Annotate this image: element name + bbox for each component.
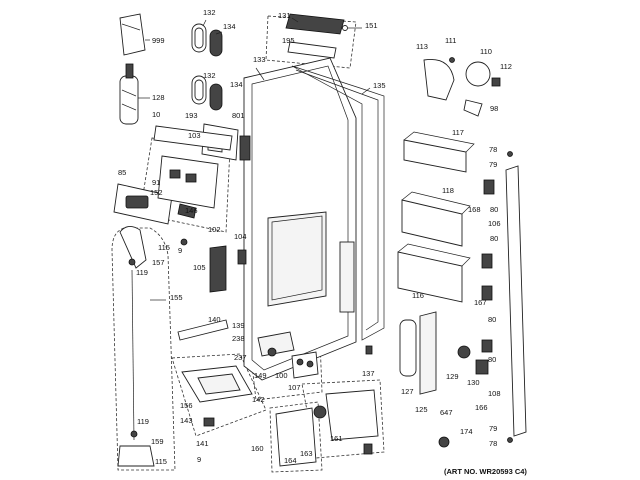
part-number-112: 112	[500, 62, 512, 71]
part-number-801: 801	[232, 111, 245, 120]
parts-125-174-dispenser-water	[399, 311, 489, 448]
part-number-164: 164	[284, 456, 297, 465]
parts-160-164-auger-motor	[275, 389, 379, 467]
part-135-door-gasket	[291, 65, 385, 341]
part-number-132: 132	[203, 71, 216, 80]
part-number-160: 160	[251, 444, 264, 453]
parts-155-159-chute	[117, 226, 166, 467]
part-number-238: 238	[232, 334, 245, 343]
part-number-133: 133	[253, 55, 266, 64]
part-number-116: 116	[412, 291, 424, 300]
parts-131-195-control-board	[285, 13, 362, 59]
part-number-80: 80	[488, 315, 496, 324]
part-number-110: 110	[480, 47, 492, 56]
part-number-85: 85	[118, 168, 126, 177]
part-number-80: 80	[490, 205, 498, 214]
part-number-999: 999	[152, 36, 165, 45]
part-number-132: 132	[203, 8, 216, 17]
parts-166-108-door-rail	[481, 151, 527, 443]
part-number-79: 79	[489, 160, 497, 169]
part-number-79: 79	[489, 424, 497, 433]
part-number-118: 118	[442, 186, 454, 195]
part-number-127: 127	[401, 387, 414, 396]
part-number-105: 105	[193, 263, 206, 272]
part-number-130: 130	[467, 378, 480, 387]
parts-132-134-buttons	[191, 19, 223, 111]
part-number-155: 155	[170, 293, 183, 302]
part-number-115: 115	[155, 457, 167, 466]
part-number-119: 119	[137, 417, 149, 426]
part-number-237: 237	[234, 353, 247, 362]
part-number-107: 107	[288, 383, 301, 392]
part-number-134: 134	[223, 22, 236, 31]
part-number-161: 161	[330, 434, 343, 443]
part-number-98: 98	[490, 104, 498, 113]
part-number-156: 156	[180, 401, 193, 410]
part-number-151: 151	[365, 21, 378, 30]
part-number-9: 9	[197, 455, 201, 464]
part-number-163: 163	[300, 449, 313, 458]
part-number-119: 119	[136, 268, 148, 277]
part-number-9: 9	[178, 246, 182, 255]
part-number-78: 78	[489, 439, 497, 448]
part-number-80: 80	[490, 234, 498, 243]
parts-142-156-143-cradle	[181, 365, 253, 427]
part-number-193: 193	[185, 111, 198, 120]
part-number-102: 102	[208, 225, 221, 234]
part-number-159: 159	[151, 437, 164, 446]
parts-85-102-dispenser-controls	[113, 155, 219, 225]
art-number-caption: (ART NO. WR20593 C4)	[444, 467, 527, 476]
part-number-143: 143	[180, 416, 193, 425]
part-number-135: 135	[373, 81, 386, 90]
part-number-80: 80	[488, 355, 496, 364]
part-number-149: 149	[254, 371, 267, 380]
part-number-131: 131	[278, 11, 291, 20]
part-number-106: 106	[488, 219, 501, 228]
part-number-140: 140	[208, 315, 221, 324]
parts-110-113-ice-chute-door	[423, 57, 501, 117]
part-number-141: 141	[196, 439, 209, 448]
part-number-168: 168	[468, 205, 481, 214]
part-133-door-assembly	[243, 57, 357, 381]
part-number-128: 128	[152, 93, 165, 102]
part-number-113: 113	[416, 42, 428, 51]
part-number-91: 91	[152, 178, 160, 187]
part-number-78: 78	[489, 145, 497, 154]
part-number-167: 167	[474, 298, 487, 307]
part-128-water-filter	[119, 63, 150, 125]
part-number-137: 137	[362, 369, 375, 378]
part-number-10: 10	[152, 110, 160, 119]
part-number-166: 166	[475, 403, 488, 412]
part-number-108: 108	[488, 389, 501, 398]
part-number-139: 139	[232, 321, 245, 330]
parts-9-104-105	[180, 238, 247, 293]
parts-116-117-118-door-bins	[397, 131, 475, 303]
part-number-142: 142	[252, 395, 265, 404]
part-number-195: 195	[282, 36, 295, 45]
part-number-104: 104	[234, 232, 247, 241]
part-number-111: 111	[445, 36, 456, 45]
parts-193-801-103-dispenser-top	[153, 123, 251, 161]
part-number-157: 157	[152, 258, 165, 267]
part-number-146: 146	[185, 206, 198, 215]
part-number-125: 125	[415, 405, 428, 414]
part-number-174: 174	[460, 427, 473, 436]
part-number-647: 647	[440, 408, 453, 417]
part-number-115: 115	[158, 243, 170, 252]
part-number-152: 152	[150, 188, 163, 197]
parts-140-107-actuator	[177, 319, 373, 379]
part-number-103: 103	[188, 131, 201, 140]
part-number-117: 117	[452, 128, 464, 137]
part-number-100: 100	[275, 371, 288, 380]
part-number-129: 129	[446, 372, 459, 381]
part-999-literature	[119, 13, 150, 56]
part-number-134: 134	[230, 80, 243, 89]
